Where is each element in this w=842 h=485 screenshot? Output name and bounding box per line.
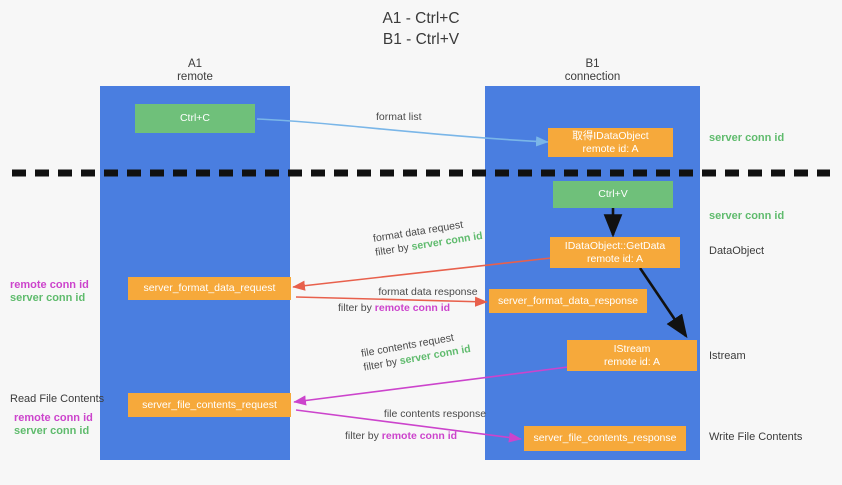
- left-label-read-file-contents: Read File Contents: [10, 393, 105, 405]
- node-server-file-contents-response[interactable]: server_file_contents_response: [524, 426, 686, 451]
- node-server-format-data-response[interactable]: server_format_data_response: [489, 289, 647, 313]
- column-a1-name: A1: [187, 58, 203, 70]
- file-contents-response-text: file contents response: [383, 408, 487, 420]
- file-contents-response-filter-prefix: filter by: [345, 430, 382, 442]
- column-a1-sub: remote: [177, 71, 213, 83]
- node-istream-line2: remote id: A: [603, 355, 661, 368]
- node-ctrl-c[interactable]: Ctrl+C: [135, 104, 255, 133]
- title-line-1: A1 - Ctrl+C: [382, 10, 460, 27]
- right-label-istream: Istream: [709, 350, 746, 362]
- column-b1-sub: connection: [564, 71, 621, 83]
- node-istream[interactable]: IStream remote id: A: [567, 340, 697, 371]
- node-idataobject-getdata[interactable]: IDataObject::GetData remote id: A: [550, 237, 680, 268]
- node-server-file-contents-response-label: server_file_contents_response: [533, 432, 677, 445]
- node-idataobject-top-line2: remote id: A: [582, 142, 639, 155]
- node-server-format-data-request-label: server_format_data_request: [143, 282, 276, 295]
- column-header-a1: A1 remote: [140, 58, 250, 84]
- edge-label-format-list: format list: [376, 110, 422, 124]
- node-idataobject-top[interactable]: 取得IDataObject remote id: A: [548, 128, 673, 157]
- right-label-write-file-contents: Write File Contents: [709, 431, 803, 443]
- edge-label-format-data-request: format data request filter by server con…: [372, 215, 484, 260]
- left-label-remote-conn-id-2: remote conn id: [14, 412, 93, 424]
- column-b1-name: B1: [585, 58, 600, 70]
- edge-label-file-contents-response: file contents response filter by remote …: [345, 407, 525, 443]
- file-contents-response-filter-key: remote conn id: [381, 430, 458, 442]
- edge-label-file-contents-request: file contents request filter by server c…: [360, 328, 472, 374]
- node-server-format-data-response-label: server_format_data_response: [497, 294, 639, 307]
- right-label-data-object: DataObject: [709, 245, 765, 257]
- node-ctrl-v-label: Ctrl+V: [598, 188, 628, 201]
- title-line-2: B1 - Ctrl+V: [382, 31, 460, 48]
- page-title: A1 - Ctrl+C B1 - Ctrl+V: [0, 8, 842, 50]
- format-data-response-filter-key: remote conn id: [374, 302, 451, 314]
- node-idataobject-top-line1: 取得IDataObject: [572, 130, 649, 142]
- right-label-server-conn-id-top: server conn id: [709, 132, 785, 144]
- node-getdata-line2: remote id: A: [586, 252, 644, 265]
- node-server-file-contents-request-label: server_file_contents_request: [142, 398, 277, 411]
- right-label-server-conn-id-mid: server conn id: [709, 210, 785, 222]
- format-data-response-filter-prefix: filter by: [338, 302, 375, 314]
- node-getdata-line1: IDataObject::GetData: [564, 240, 666, 252]
- edge-label-format-list-text: format list: [376, 111, 422, 123]
- left-label-server-conn-id-2: server conn id: [14, 425, 90, 437]
- edge-label-format-data-response: format data response filter by remote co…: [338, 285, 518, 315]
- column-header-b1: B1 connection: [535, 58, 650, 84]
- node-istream-line1: IStream: [613, 343, 651, 355]
- format-data-response-text: format data response: [378, 286, 478, 298]
- node-server-format-data-request[interactable]: server_format_data_request: [128, 277, 291, 300]
- node-ctrl-c-label: Ctrl+C: [179, 112, 211, 125]
- node-ctrl-v[interactable]: Ctrl+V: [553, 181, 673, 208]
- left-label-remote-conn-id-1: remote conn id: [10, 279, 89, 291]
- node-server-file-contents-request[interactable]: server_file_contents_request: [128, 393, 291, 417]
- left-label-server-conn-id-1: server conn id: [10, 292, 86, 304]
